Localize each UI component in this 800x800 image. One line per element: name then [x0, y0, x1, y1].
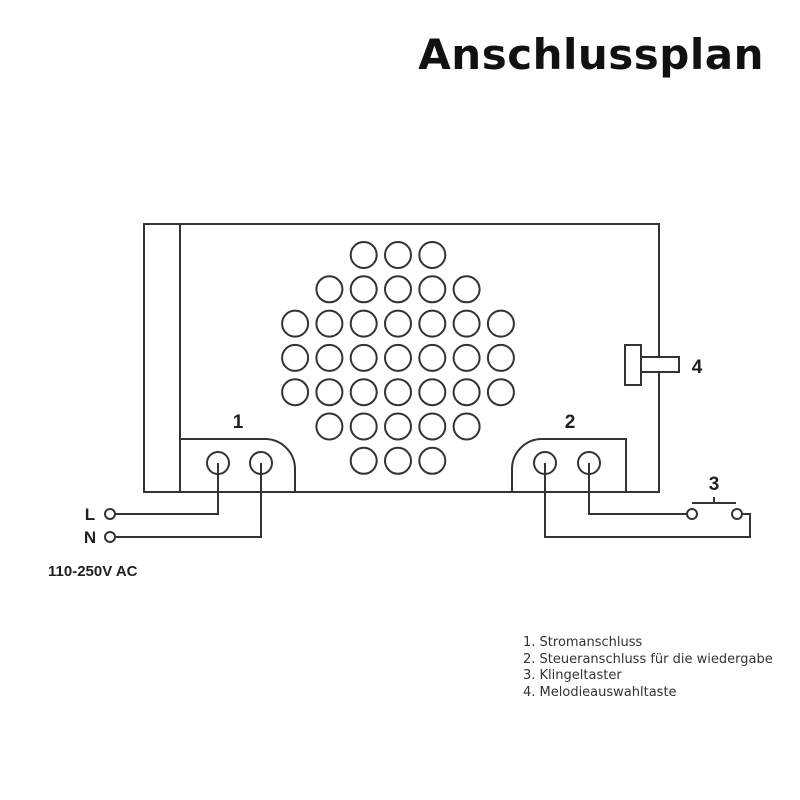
grille-hole [384, 446, 412, 475]
grille-hole [486, 343, 515, 372]
grille-hole [384, 412, 412, 441]
grille-hole [486, 309, 515, 338]
grille-hole [418, 343, 447, 372]
grille-hole [349, 241, 378, 269]
terminal-block-1 [180, 438, 296, 492]
label-3: 3 [709, 474, 720, 495]
grille-hole [384, 241, 412, 269]
label-l: L [85, 505, 95, 524]
terminal-block-2 [511, 438, 627, 492]
grille-hole [384, 309, 412, 338]
label-n: N [84, 528, 96, 547]
label-2: 2 [565, 412, 576, 433]
grille-hole [452, 275, 481, 304]
doorbell-button-icon [686, 497, 743, 520]
page-title: Anschlussplan [418, 30, 764, 79]
grille-hole [315, 343, 344, 372]
voltage-label: 110-250V AC [48, 563, 138, 580]
grille-hole [349, 378, 378, 407]
grille-hole [349, 275, 378, 304]
grille-hole [315, 309, 344, 338]
grille-hole [315, 378, 344, 407]
grille-hole [349, 343, 378, 372]
grille-hole [349, 309, 378, 338]
wires [115, 463, 751, 538]
grille-hole [349, 446, 378, 475]
legend: 1. Stromanschluss 2. Steueranschluss für… [523, 635, 773, 701]
speaker-grille [281, 241, 515, 475]
grille-hole [281, 378, 310, 407]
grille-hole [418, 378, 447, 407]
legend-item: 3. Klingeltaster [523, 668, 622, 683]
n-input-terminal [104, 531, 116, 543]
grille-hole [384, 275, 412, 304]
grille-hole [418, 446, 447, 475]
grille-hole [418, 241, 447, 269]
grille-hole [384, 378, 412, 407]
l-input-terminal [104, 508, 116, 520]
label-1: 1 [233, 412, 244, 433]
grille-hole [281, 343, 310, 372]
legend-item: 4. Melodieauswahltaste [523, 684, 677, 700]
grille-hole [452, 309, 481, 338]
grille-hole [452, 378, 481, 407]
grille-hole [384, 343, 412, 372]
grille-hole [486, 378, 515, 407]
legend-item: 1. Stromanschluss [523, 635, 643, 650]
legend-item: 2. Steueranschluss für die wiedergabe [523, 651, 773, 667]
grille-hole [418, 412, 447, 441]
grille-hole [281, 309, 310, 338]
grille-hole [418, 275, 447, 304]
grille-hole [349, 412, 378, 441]
label-4: 4 [692, 357, 703, 378]
grille-hole [315, 412, 344, 441]
melody-select-knob [624, 344, 680, 386]
grille-hole [452, 343, 481, 372]
grille-hole [418, 309, 447, 338]
grille-hole [452, 412, 481, 441]
grille-hole [315, 275, 344, 304]
